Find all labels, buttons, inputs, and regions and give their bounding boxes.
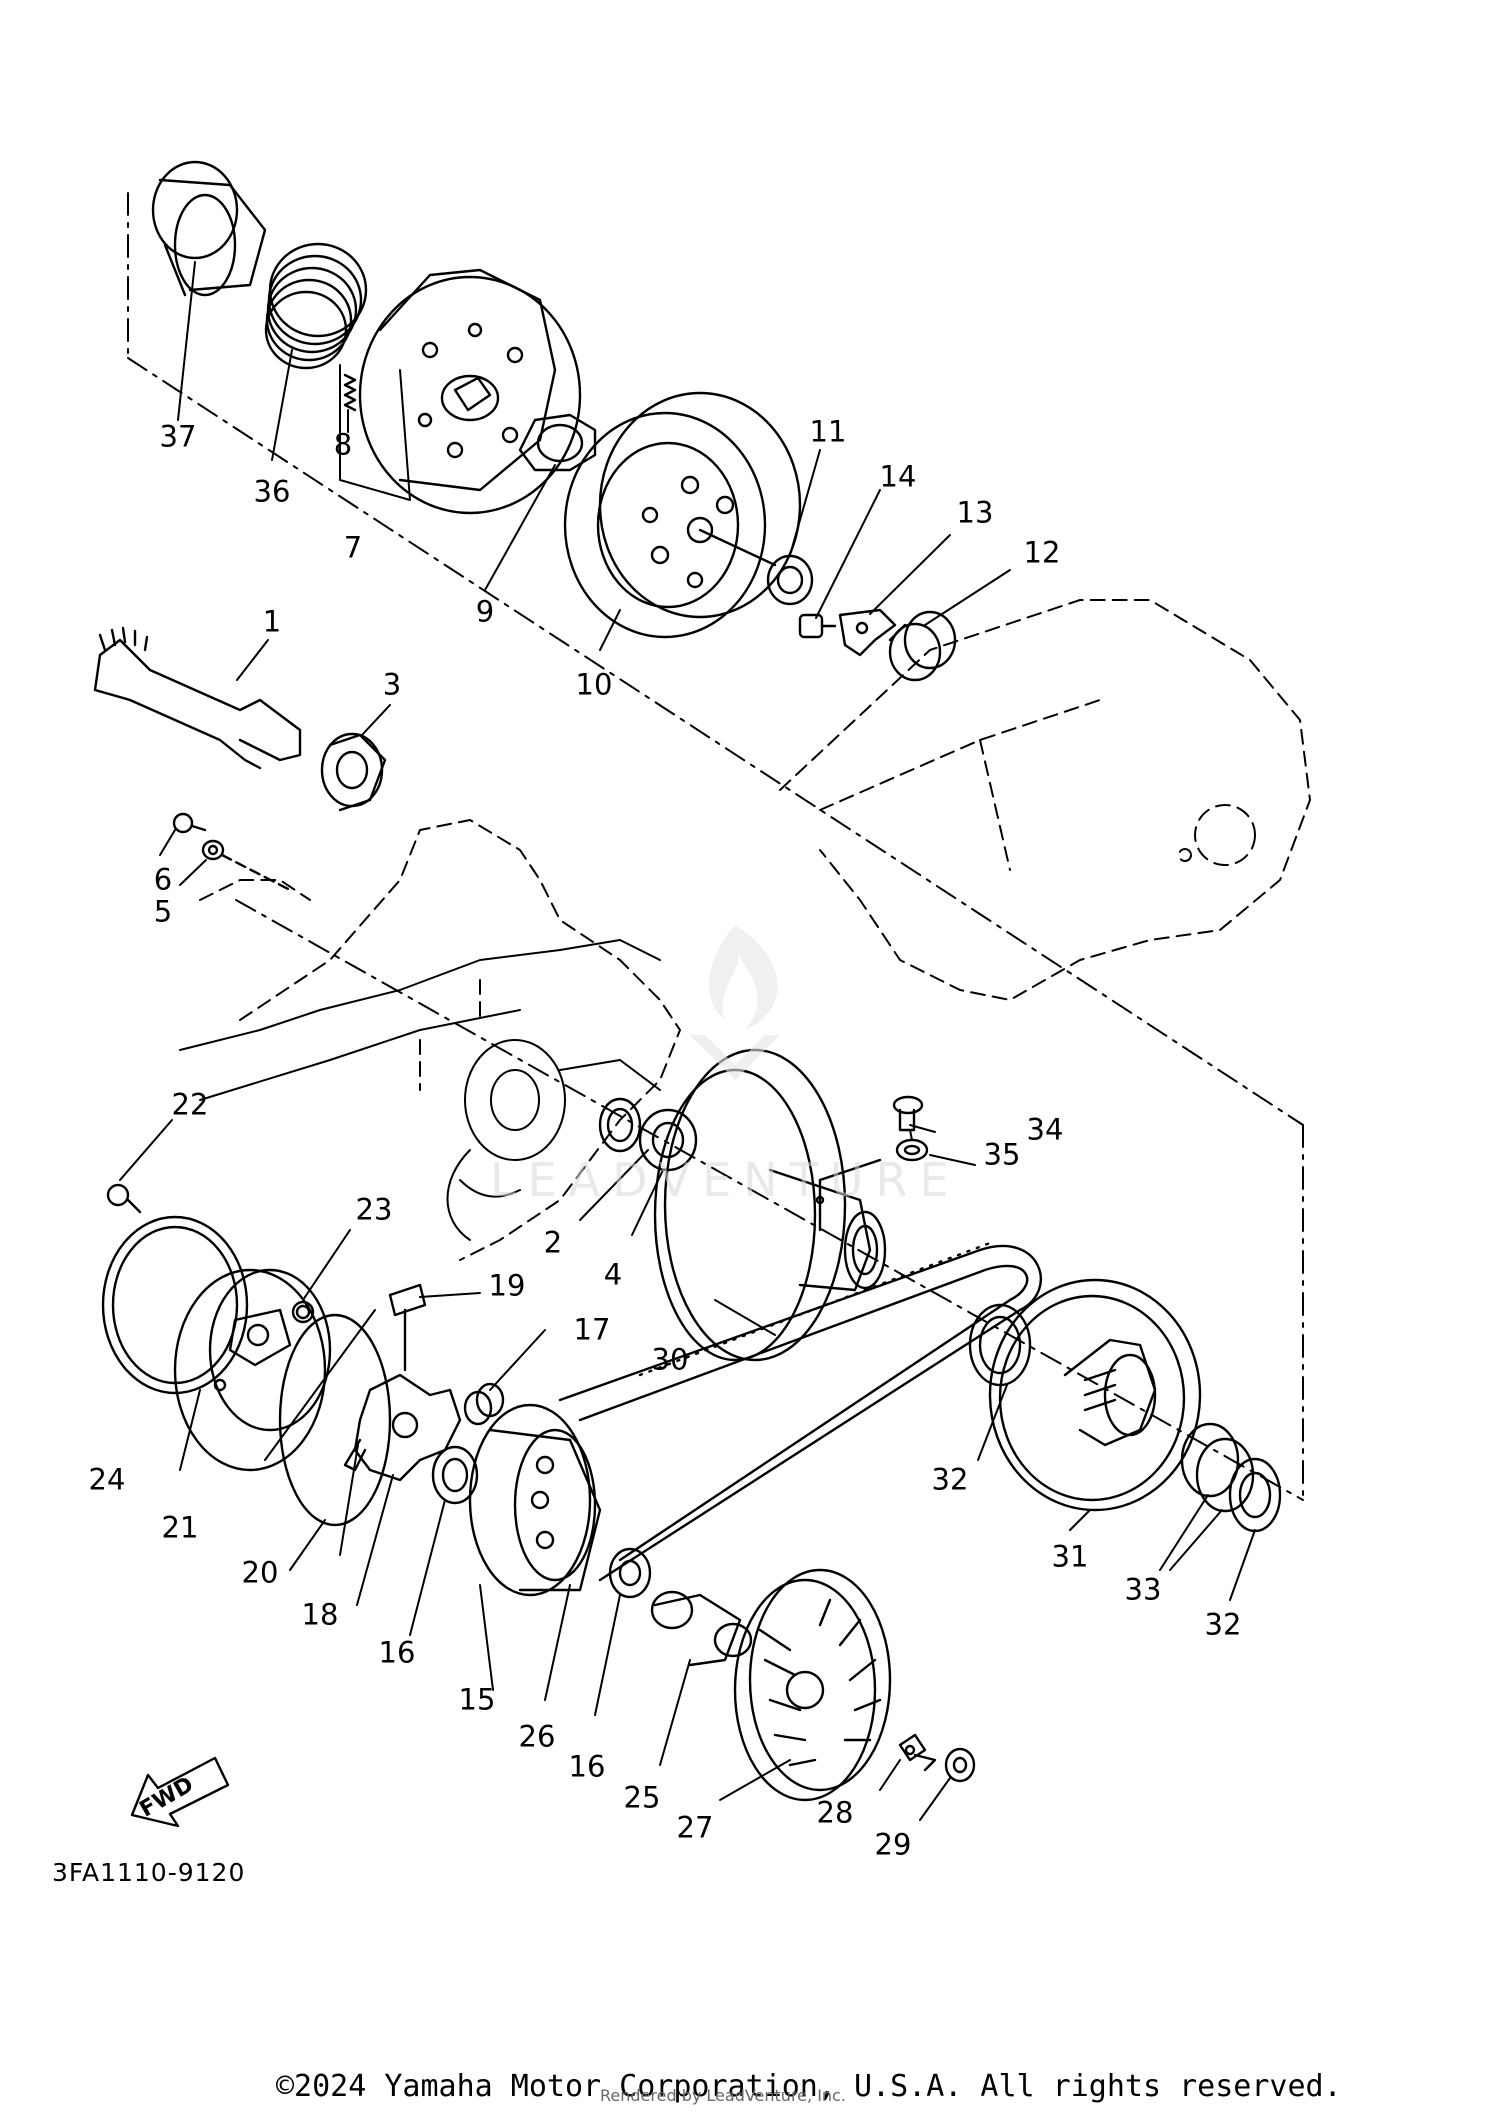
part-14-bolt xyxy=(798,613,837,639)
part-20-ring xyxy=(278,1313,392,1527)
callout-16-right[interactable]: 16 xyxy=(568,1749,606,1784)
callout-28[interactable]: 28 xyxy=(816,1795,854,1830)
crankcase-body xyxy=(179,939,661,1241)
fwd-arrow-icon xyxy=(130,1756,230,1828)
part-vbelt xyxy=(558,1241,1043,1582)
copyright-notice: ©2024 Yamaha Motor Corporation, U.S.A. A… xyxy=(276,2069,1342,2104)
part-34-pin xyxy=(892,1095,924,1132)
callout-5[interactable]: 5 xyxy=(153,894,173,929)
assembly-frame-lines xyxy=(127,192,1304,1501)
part-2-circlip xyxy=(598,1097,642,1153)
part-37-ring xyxy=(151,160,267,297)
callout-6[interactable]: 6 xyxy=(153,862,173,897)
part-16-bushing-a xyxy=(431,1445,479,1505)
callout-18[interactable]: 18 xyxy=(301,1597,339,1632)
callout-24[interactable]: 24 xyxy=(88,1462,126,1497)
callout-21[interactable]: 21 xyxy=(161,1510,199,1545)
callout-1[interactable]: 1 xyxy=(262,604,282,639)
callout-20[interactable]: 20 xyxy=(241,1555,279,1590)
part-31-sheave xyxy=(988,1278,1202,1512)
callout-23[interactable]: 23 xyxy=(355,1192,393,1227)
callout-2[interactable]: 2 xyxy=(543,1225,563,1260)
callout-22[interactable]: 22 xyxy=(171,1087,209,1122)
callout-13[interactable]: 13 xyxy=(956,495,994,530)
callout-17[interactable]: 17 xyxy=(573,1312,611,1347)
part-21-plate xyxy=(173,1268,332,1472)
part-13-plate xyxy=(838,608,897,657)
part-15-sliding-sheave xyxy=(468,1403,602,1597)
leader-lines xyxy=(119,261,1256,1821)
part-8-spring xyxy=(343,373,357,412)
callout-37[interactable]: 37 xyxy=(159,419,197,454)
part-27-fan-sheave xyxy=(733,1568,892,1802)
part-22-bolt xyxy=(106,1183,142,1214)
callout-3[interactable]: 3 xyxy=(382,667,402,702)
crankcase-cover xyxy=(779,599,1311,1001)
part-29-nut xyxy=(944,1747,976,1783)
callout-29[interactable]: 29 xyxy=(874,1827,912,1862)
callout-31[interactable]: 31 xyxy=(1051,1539,1089,1574)
part-16-bushing-b xyxy=(608,1547,652,1599)
part-28-washer xyxy=(898,1733,937,1772)
callout-14[interactable]: 14 xyxy=(879,459,917,494)
callout-32-left[interactable]: 32 xyxy=(931,1462,969,1497)
part-12-bearing xyxy=(888,610,957,682)
part-23-washer xyxy=(291,1300,315,1324)
callout-32-right[interactable]: 32 xyxy=(1204,1607,1242,1642)
part-5-washer xyxy=(201,839,292,892)
callout-35[interactable]: 35 xyxy=(983,1137,1021,1172)
part-26-weights xyxy=(513,1428,597,1582)
callout-8[interactable]: 8 xyxy=(333,427,353,462)
callout-16-left[interactable]: 16 xyxy=(378,1635,416,1670)
callout-4[interactable]: 4 xyxy=(603,1257,623,1292)
part-25-collar xyxy=(650,1590,753,1667)
part-6-bolt xyxy=(172,812,207,834)
rendered-by-credit: Rendered by LeadVenture, Inc. xyxy=(600,2086,846,2105)
part-33-orings xyxy=(1180,1422,1255,1513)
watermark-text: LEADVENTURE xyxy=(490,1153,961,1207)
part-32-seal-b xyxy=(1228,1457,1282,1533)
callout-34[interactable]: 34 xyxy=(1026,1112,1064,1147)
part-18-ramp-plate xyxy=(343,1373,462,1482)
part-17-roller xyxy=(463,1382,505,1426)
callout-36[interactable]: 36 xyxy=(253,474,291,509)
callout-27[interactable]: 27 xyxy=(676,1810,714,1845)
callout-26[interactable]: 26 xyxy=(518,1719,556,1754)
callout-12[interactable]: 12 xyxy=(1023,535,1061,570)
callout-33[interactable]: 33 xyxy=(1124,1572,1162,1607)
callout-7[interactable]: 7 xyxy=(343,530,363,565)
callout-11[interactable]: 11 xyxy=(809,414,847,449)
watermark-logo xyxy=(690,925,780,1080)
callout-15[interactable]: 15 xyxy=(458,1682,496,1717)
part-3-bearing xyxy=(320,732,387,812)
diagram-reference-code: 3FA1110-9120 xyxy=(52,1858,246,1887)
callout-9[interactable]: 9 xyxy=(475,594,495,629)
part-30-sheave xyxy=(653,1048,887,1362)
part-1-shaft xyxy=(93,626,302,770)
callout-25[interactable]: 25 xyxy=(623,1780,661,1815)
part-19-clip xyxy=(388,1283,427,1372)
part-7-clutch-carrier xyxy=(358,268,582,515)
part-36-spring xyxy=(264,242,368,370)
callout-19[interactable]: 19 xyxy=(488,1268,526,1303)
part-10-clutch-housing xyxy=(563,391,802,639)
callout-10[interactable]: 10 xyxy=(575,667,613,702)
crankcase-left xyxy=(199,819,681,1261)
callout-30[interactable]: 30 xyxy=(651,1342,689,1377)
